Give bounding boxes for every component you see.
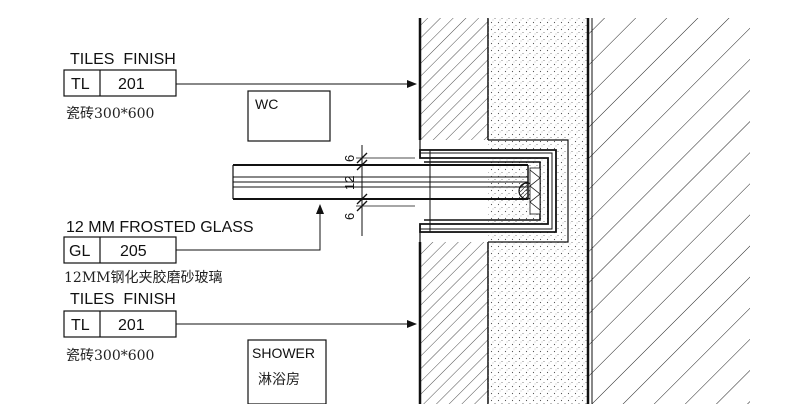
callout-code: TL [71, 317, 90, 334]
callout-title: TILES FINISH [70, 291, 176, 308]
room-name: SHOWER [252, 345, 315, 361]
room-label-shower: SHOWER 淋浴房 [247, 339, 327, 404]
callout-tiles-finish-top: TILES FINISH TL 201 瓷砖300*600 [63, 51, 417, 122]
callout-note: 瓷砖300*600 [66, 106, 154, 122]
dimension-line [356, 145, 415, 236]
callout-number: 205 [120, 243, 147, 260]
dimension-top: 6 [342, 155, 357, 162]
callout-note: 12MM钢化夹胶磨砂玻璃 [64, 269, 222, 286]
room-label-wc: WC [247, 90, 331, 142]
callout-title: 12 MM FROSTED GLASS [66, 219, 254, 236]
callout-box [63, 310, 177, 338]
callout-frosted-glass: 12 MM FROSTED GLASS GL 205 12MM钢化夹胶磨砂玻璃 [63, 204, 324, 286]
callout-number: 201 [118, 76, 145, 93]
wall-left-leaf [418, 18, 489, 404]
callout-note: 瓷砖300*600 [66, 348, 154, 364]
dimension-bottom: 6 [342, 213, 357, 220]
callout-number: 201 [118, 317, 145, 334]
callout-title: TILES FINISH [70, 51, 176, 68]
callout-code: TL [71, 76, 90, 93]
callout-code: GL [69, 243, 90, 260]
room-name: WC [255, 96, 278, 112]
insulation-packing [529, 167, 541, 215]
dimension-middle: 12 [342, 176, 357, 190]
room-note: 淋浴房 [258, 372, 300, 388]
leader-arrow [176, 204, 324, 251]
callout-tiles-finish-bottom: TILES FINISH TL 201 瓷砖300*600 [63, 291, 417, 364]
wall-right-leaf [586, 18, 750, 404]
callout-box [63, 69, 177, 97]
